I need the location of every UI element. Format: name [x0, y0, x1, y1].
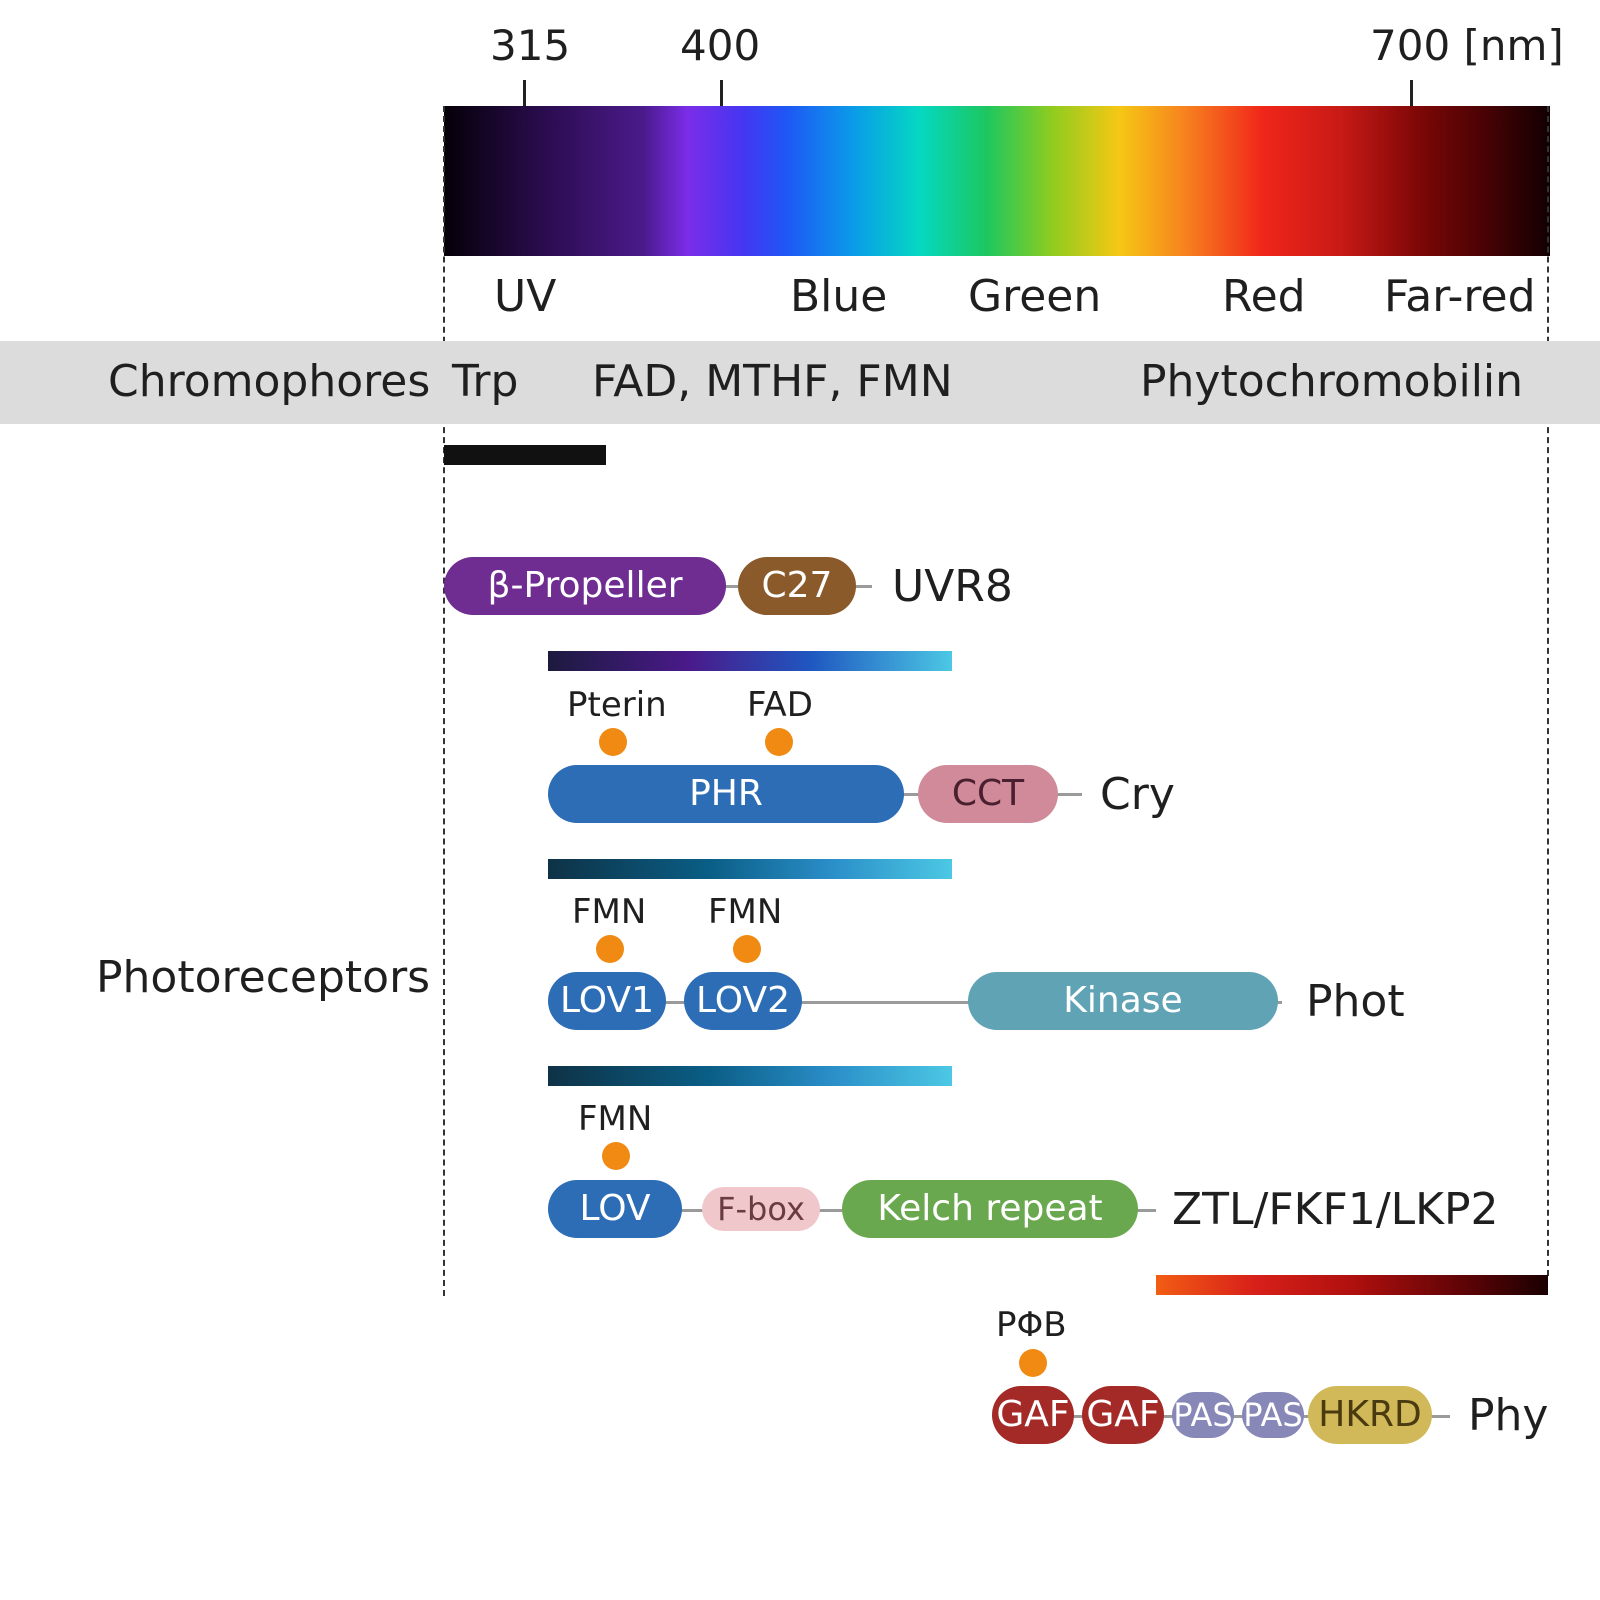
band-label-green: Green: [968, 271, 1102, 322]
chromophores-label: Chromophores: [108, 356, 431, 407]
right-dashed-line: [1547, 106, 1549, 1276]
uvr8-name: UVR8: [892, 561, 1013, 612]
chromophore-phytochromobilin: Phytochromobilin: [1140, 356, 1524, 407]
tick-mark-400: [720, 80, 723, 106]
phy-domain-hkrd: HKRD: [1308, 1386, 1432, 1444]
phy-domain-gaf-1: GAF: [992, 1386, 1074, 1444]
band-label-red: Red: [1222, 271, 1306, 322]
spectrum-bar: [444, 106, 1550, 256]
ztl-chromophore-fmn-label: FMN: [578, 1099, 653, 1139]
band-label-blue: Blue: [790, 271, 888, 322]
ztl-name: ZTL/FKF1/LKP2: [1172, 1184, 1499, 1235]
uvr8-absorption-bar: [444, 445, 606, 465]
cry-domain-cct: CCT: [918, 765, 1058, 823]
phy-linker: [1020, 1415, 1450, 1418]
cry-pterin-dot: [599, 728, 627, 756]
phot-chromophore-fmn2-label: FMN: [708, 892, 783, 932]
phot-domain-lov2: LOV2: [684, 972, 802, 1030]
tick-label-400: 400: [680, 21, 761, 70]
band-label-uv: UV: [494, 271, 557, 322]
ztl-domain-f-box: F-box: [702, 1187, 820, 1231]
uvr8-domain-beta-propeller: β-Propeller: [444, 557, 726, 615]
tick-mark-315: [523, 80, 526, 106]
phot-fmn2-dot: [733, 935, 761, 963]
phy-domain-pas-2: PAS: [1242, 1392, 1304, 1438]
phot-linker: [600, 1001, 1282, 1004]
chromophore-trp: Trp: [452, 356, 519, 407]
cry-fad-dot: [765, 728, 793, 756]
left-dashed-line: [443, 106, 445, 1296]
chromophores-band: [0, 341, 1600, 424]
phot-name: Phot: [1306, 976, 1405, 1027]
phy-name: Phy: [1468, 1390, 1549, 1441]
tick-label-700: 700 [nm]: [1370, 21, 1564, 70]
phy-absorption-bar: [1156, 1275, 1548, 1295]
cry-absorption-bar: [548, 651, 952, 671]
phy-domain-gaf-2: GAF: [1082, 1386, 1164, 1444]
phot-fmn1-dot: [596, 935, 624, 963]
phot-domain-lov1: LOV1: [548, 972, 666, 1030]
ztl-domain-kelch-repeat: Kelch repeat: [842, 1180, 1138, 1238]
tick-mark-700: [1410, 80, 1413, 106]
phy-chromophore-pfb-label: PΦB: [996, 1305, 1067, 1345]
ztl-absorption-bar: [548, 1066, 952, 1086]
ztl-domain-lov: LOV: [548, 1180, 682, 1238]
phy-domain-pas-1: PAS: [1172, 1392, 1234, 1438]
cry-domain-phr: PHR: [548, 765, 904, 823]
photoreceptors-label: Photoreceptors: [96, 952, 431, 1003]
phot-absorption-bar: [548, 859, 952, 879]
phy-pfb-dot: [1019, 1349, 1047, 1377]
cry-chromophore-pterin-label: Pterin: [567, 685, 667, 725]
phot-chromophore-fmn1-label: FMN: [572, 892, 647, 932]
phot-domain-kinase: Kinase: [968, 972, 1278, 1030]
band-label-far-red: Far-red: [1384, 271, 1536, 322]
ztl-fmn-dot: [602, 1142, 630, 1170]
chromophore-fad-mthf-fmn: FAD, MTHF, FMN: [592, 356, 953, 407]
tick-label-315: 315: [490, 21, 571, 70]
uvr8-domain-c27: C27: [738, 557, 856, 615]
cry-chromophore-fad-label: FAD: [747, 685, 813, 725]
cry-name: Cry: [1100, 769, 1175, 820]
